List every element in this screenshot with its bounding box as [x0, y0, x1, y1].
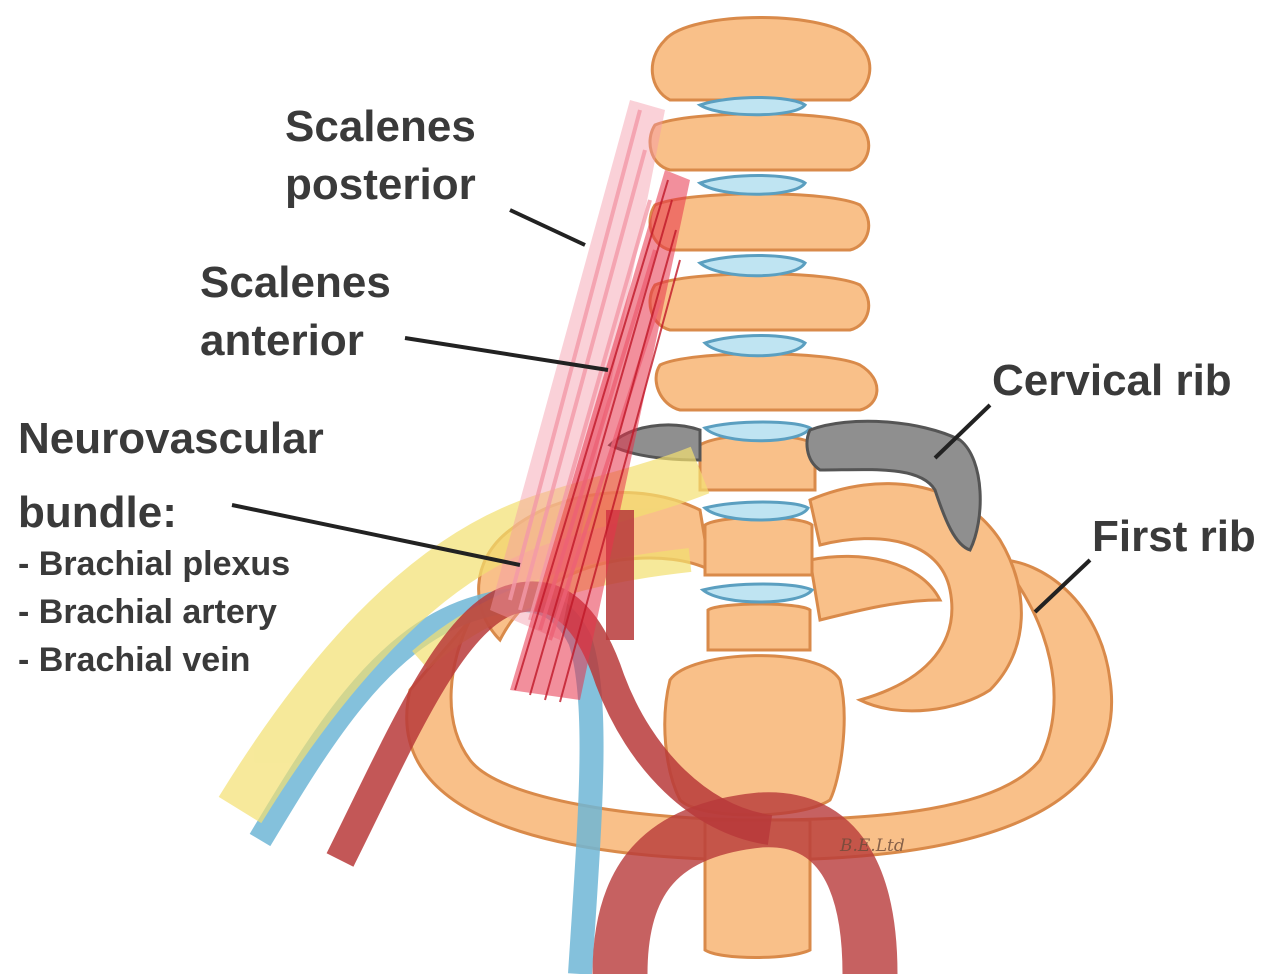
label-scalenes-anterior: Scalenes anterior [200, 258, 391, 366]
label-scalenes-posterior: Scalenes posterior [285, 102, 476, 210]
vertebra-8 [708, 604, 810, 650]
label-neurovascular-bundle: Neurovascular bundle: [18, 414, 324, 538]
label-first-rib: First rib [1092, 512, 1256, 562]
label-neurovascular-line2: bundle: [18, 488, 324, 538]
label-scalenes-posterior-line2: posterior [285, 160, 476, 210]
vertebra-6 [700, 435, 815, 490]
disc-4 [705, 336, 805, 356]
bundle-item-brachial-plexus: - Brachial plexus [18, 544, 290, 584]
vertebra-7 [705, 518, 812, 576]
label-cervical-rib: Cervical rib [992, 356, 1232, 406]
bundle-item-brachial-artery: - Brachial artery [18, 592, 290, 632]
vertebra-5 [656, 354, 877, 410]
upper-rib-right [810, 556, 940, 620]
label-scalenes-anterior-line2: anterior [200, 316, 391, 366]
label-scalenes-posterior-line1: Scalenes [285, 102, 476, 152]
bundle-item-brachial-vein: - Brachial vein [18, 640, 290, 680]
label-scalenes-anterior-line1: Scalenes [200, 258, 391, 308]
watermark: B.E.Ltd [840, 836, 905, 856]
leader-scalenes-posterior [510, 210, 585, 245]
disc-7 [703, 584, 812, 602]
bundle-item-list: - Brachial plexus - Brachial artery - Br… [18, 544, 290, 680]
vertebra-4 [650, 274, 869, 330]
label-neurovascular-line1: Neurovascular [18, 414, 324, 464]
disc-2 [700, 176, 805, 195]
disc-1 [700, 98, 805, 115]
disc-3 [700, 256, 805, 276]
vertebra-1 [652, 18, 870, 101]
vertebra-2 [650, 114, 869, 170]
disc-6 [705, 502, 808, 520]
